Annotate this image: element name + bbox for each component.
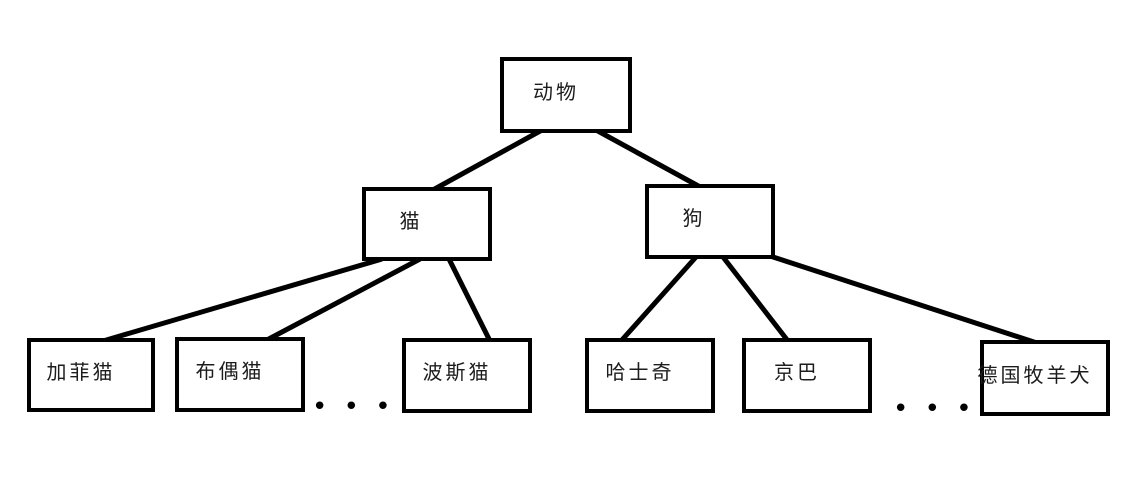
node-label: 动物 — [533, 81, 579, 104]
edge-cat-garfield — [102, 256, 383, 344]
ellipsis-dogs: • • • — [893, 394, 976, 424]
edge-dog-shepherd — [769, 253, 1038, 346]
node-pekingese: 京巴 — [742, 338, 872, 413]
edge-cat-ragdoll — [263, 256, 422, 344]
edge-dog-pekingese — [721, 255, 790, 343]
node-persian-cat: 波斯猫 — [402, 338, 532, 413]
node-label: 哈士奇 — [605, 362, 675, 384]
node-husky: 哈士奇 — [585, 338, 715, 413]
node-cat: 猫 — [362, 187, 492, 261]
edge-cat-persian — [446, 257, 493, 343]
node-garfield-cat: 加菲猫 — [27, 338, 155, 412]
node-root-animal: 动物 — [500, 57, 632, 133]
node-dog: 狗 — [645, 184, 775, 259]
ellipsis-cats: • • • — [312, 392, 395, 422]
node-german-shepherd: 德国牧羊犬 — [977, 340, 1110, 416]
node-label: 布偶猫 — [195, 361, 265, 383]
node-label: 德国牧羊犬 — [977, 364, 1093, 387]
node-label: 猫 — [399, 210, 423, 233]
node-label: 波斯猫 — [422, 362, 492, 384]
node-label: 狗 — [682, 208, 706, 230]
node-label: 加菲猫 — [46, 361, 116, 384]
node-label: 京巴 — [774, 362, 820, 384]
edge-root-dog — [594, 127, 704, 191]
edge-root-cat — [429, 127, 544, 194]
edge-dog-husky — [619, 255, 698, 343]
node-ragdoll-cat: 布偶猫 — [175, 337, 305, 412]
